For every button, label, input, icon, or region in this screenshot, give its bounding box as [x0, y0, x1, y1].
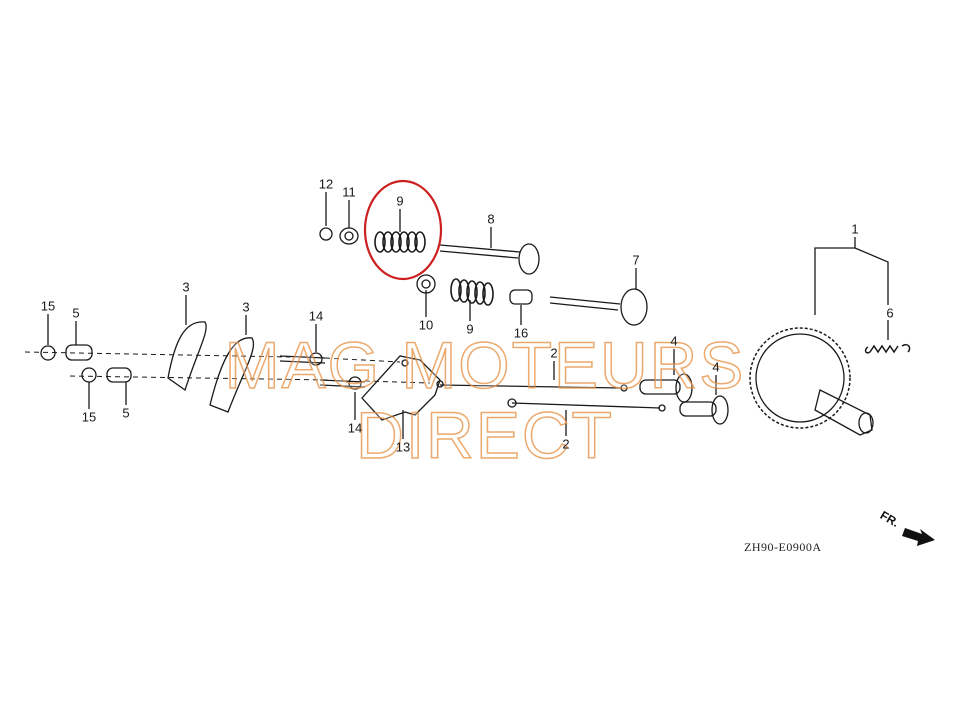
callout-3-right: 3: [242, 299, 250, 315]
callout-10: 10: [418, 317, 434, 333]
callout-15-top: 15: [40, 298, 56, 314]
callout-15-bottom: 15: [81, 409, 97, 425]
diagram-code: ZH90-E0900A: [744, 540, 822, 554]
callout-9-bottom: 9: [466, 321, 474, 337]
callout-4-bottom: 4: [712, 359, 720, 375]
callout-1: 1: [851, 221, 859, 237]
callout-6: 6: [886, 305, 894, 321]
highlight-ellipse: [363, 179, 443, 281]
callout-4-top: 4: [670, 333, 678, 349]
callout-12: 12: [318, 176, 334, 192]
callout-16: 16: [513, 325, 529, 341]
front-direction-arrow-icon: [902, 528, 935, 546]
callout-9-top: 9: [396, 193, 404, 209]
callout-11: 11: [342, 184, 356, 200]
callout-8: 8: [487, 211, 495, 227]
callout-5-top: 5: [72, 305, 80, 321]
callout-2-bottom: 2: [562, 436, 570, 452]
watermark: MAG MOTEURS DIRECT: [224, 328, 746, 472]
callout-2-top: 2: [550, 345, 558, 361]
callout-5-bottom: 5: [122, 405, 130, 421]
callout-3-left: 3: [182, 279, 190, 295]
callout-7: 7: [632, 252, 640, 268]
callout-14-bottom: 14: [347, 420, 363, 436]
callout-13: 13: [395, 439, 411, 455]
callout-14-top: 14: [308, 308, 324, 324]
